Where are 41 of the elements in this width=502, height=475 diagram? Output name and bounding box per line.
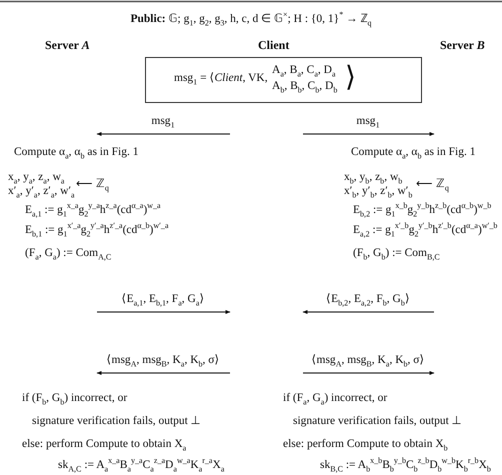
message-arrow <box>302 132 434 136</box>
verification-step: else: perform Compute to obtain X$_{b}$ <box>283 437 448 452</box>
title: Public: 𝔾; g$_{1}$, g$_{2}$, g$_{3}$, h, c, d ∈ 𝔾$^{×}$; H : {0, 1}$^{*}$ → ℤ$_{q}$ <box>129 12 373 27</box>
message-box <box>145 57 422 103</box>
angle-bracket: ⟩ <box>345 61 356 95</box>
verification-step: sk$_{A,C}$ := A$_{a}$$^{x_a}$B$_{a}$$^{y_a}$C$_{a}$$^{z_a}$D$_{a}$$^{w_a}$K$_{a}$$^{r_a}$X$_{a}$ <box>58 458 224 473</box>
edge-label: msg$_{1}$ <box>150 114 176 129</box>
sampling-arrow: ⟵ ℤ$_{q}$ <box>76 177 109 192</box>
message-label: ⟨E$_{a,1}$, E$_{b,1}$, F$_{a}$, G$_{a}$⟩ <box>120 292 206 307</box>
commitment-step: (F$_{a}$, G$_{a}$) := Com$_{A,C}$ <box>25 246 112 261</box>
message-arrow <box>302 371 434 375</box>
verification-step: sk$_{B,C}$ := A$_{b}$$^{x_b}$B$_{b}$$^{y_b}$C$_{b}$$^{z_b}$D$_{b}$$^{w_b}$K$_{b}$$^{r_b}$X$_{b}$ <box>320 458 491 473</box>
computation-step: Compute α$_{a}$, α$_{b}$ as in Fig. 1 <box>14 145 138 160</box>
message-text: A$_{b}$, B$_{b}$, C$_{b}$, D$_{b}$ <box>272 79 338 94</box>
party-name: Server A <box>45 38 90 54</box>
verification-step: signature verification fails, output ⊥ <box>293 414 462 429</box>
commitment-formula: E$_{a,1}$ := g$_{1}$$^{x_a}$g$_{2}$$^{y_a}$h$^{z_a}$(cd$^{α_a}$)$^{w_a}$ <box>25 203 161 218</box>
edge-label: ⟨msg$_{A}$, msg$_{B}$, K$_{a}$, K$_{b}$, σ⟩ <box>106 353 220 368</box>
sampling-arrow: ⟵ ℤ$_{q}$ <box>416 177 449 192</box>
message-label: ⟨E$_{b,2}$, E$_{a,2}$, F$_{b}$, G$_{b}$⟩ <box>325 292 411 307</box>
message-arrow <box>96 371 230 375</box>
random-values: x$_{b}$, y$_{b}$, z$_{b}$, w$_{b}$ <box>344 170 402 185</box>
random-values: x′$_{a}$, y′$_{a}$, z′$_{a}$, w′$_{a}$ <box>8 184 75 199</box>
party-name: Server B <box>440 38 485 54</box>
verification-step: if (F$_{a}$, G$_{a}$) incorrect, or <box>283 391 388 406</box>
commitment-formula: E$_{b,1}$ := g$_{1}$$^{x′_a}$g$_{2}$$^{y′_a}$h$^{z′_a}$(cd$^{α_b}$)$^{w′_a}$ <box>25 223 169 238</box>
message-text: msg$_{1}$ = ⟨Client, VK, <box>174 71 268 86</box>
verification-step: else: perform Compute to obtain X$_{a}$ <box>22 437 186 452</box>
commitment-formula: E$_{b,2}$ := g$_{1}$$^{x_b}$g$_{2}$$^{y_b}$h$^{z_b}$(cd$^{α_b}$)$^{w_b}$ <box>353 203 492 218</box>
message-text: A$_{a}$, B$_{a}$, C$_{a}$, D$_{a}$ <box>272 63 336 78</box>
commitment-formula: E$_{a,2}$ := g$_{1}$$^{x′_b}$g$_{2}$$^{y′_b}$h$^{z′_b}$(cd$^{α_a}$)$^{w′_b}$ <box>353 223 498 238</box>
edge-label: ⟨msg$_{A}$, msg$_{B}$, K$_{a}$, K$_{b}$, σ⟩ <box>310 353 426 368</box>
computation-step: Compute α$_{a}$, α$_{b}$ as in Fig. 1 <box>351 145 476 160</box>
commitment-step: (F$_{b}$, G$_{b}$) := Com$_{B,C}$ <box>353 246 440 261</box>
verification-step: signature verification fails, output ⊥ <box>32 414 201 429</box>
random-values: x′$_{b}$, y′$_{b}$, z′$_{b}$, w′$_{b}$ <box>344 184 412 199</box>
verification-step: if (F$_{b}$, G$_{b}$) incorrect, or <box>22 391 128 406</box>
edge-label: msg$_{1}$ <box>355 114 381 129</box>
party-name: Client <box>258 38 290 54</box>
random-values: x$_{a}$, y$_{a}$, z$_{a}$, w$_{a}$ <box>8 170 64 185</box>
message-arrow <box>96 132 230 136</box>
